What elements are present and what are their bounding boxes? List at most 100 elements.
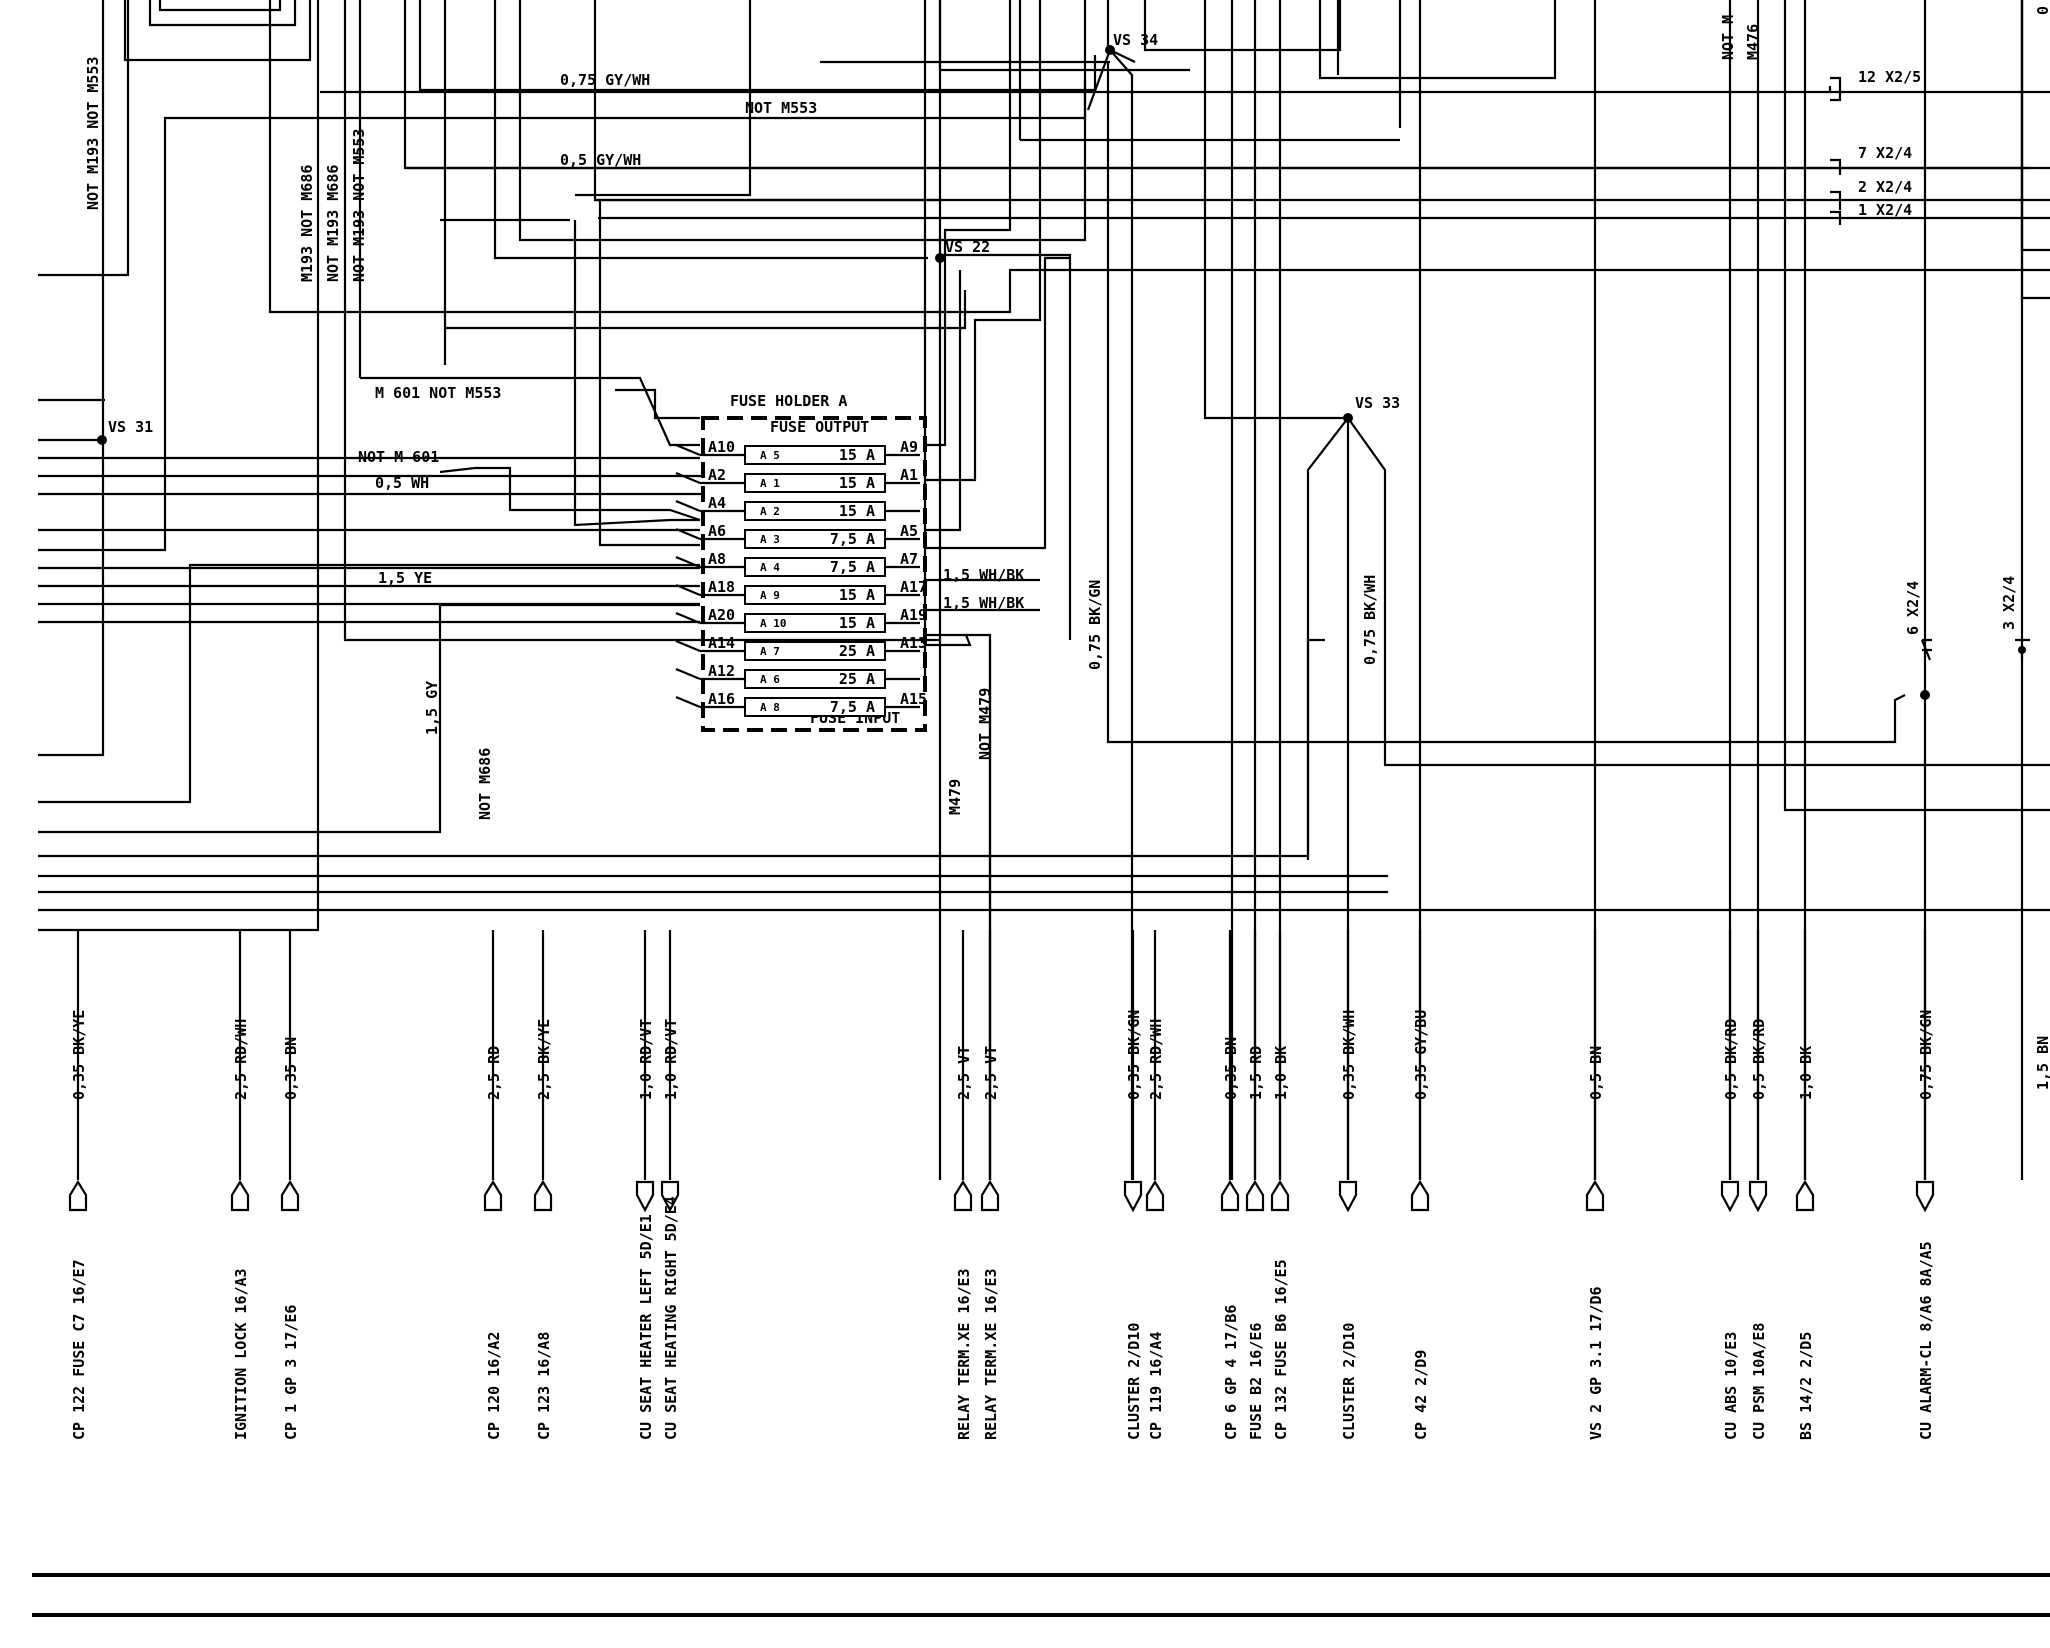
connector-wire-label: 0,5 BK/RD <box>1722 1019 1740 1100</box>
splice-vs34: VS 34 <box>1113 31 1158 49</box>
fuse-right-pin: A17 <box>900 578 927 596</box>
fuse-left-pin: A16 <box>708 690 735 708</box>
fuse-right-pin: A7 <box>900 550 918 568</box>
connector-wire-label: 1,0 BK <box>1797 1046 1815 1100</box>
connector-terminal: 1,0 BK BS 14/2 2/D5 <box>1795 930 1815 1440</box>
wire-label: M193 NOT M686 <box>298 165 316 282</box>
connector-up-icon <box>1145 1179 1165 1212</box>
fuse-left-pin: A12 <box>708 662 735 680</box>
fuse-rating: 7,5 A <box>830 558 875 576</box>
connector-terminal: 0,5 BN VS 2 GP 3.1 17/D6 <box>1585 930 1605 1440</box>
connector-wire-label: 0,5 BN <box>1587 1046 1605 1100</box>
fuse-left-pin: A2 <box>708 466 726 484</box>
wire-label: 0 <box>2034 6 2050 15</box>
connector-x2-4: 7 X2/4 <box>1858 144 1912 162</box>
connector-destination: CU ABS 10/E3 <box>1722 1332 1740 1440</box>
wire-label: 0,75 GY/WH <box>560 71 650 89</box>
fuse-number: A 9 <box>760 589 780 602</box>
wire-label: M476 <box>1744 24 1762 60</box>
connector-x2-4: 2 X2/4 <box>1858 178 1912 196</box>
splice-vs33: VS 33 <box>1355 394 1400 412</box>
connector-destination: CP 132 FUSE B6 16/E5 <box>1272 1259 1290 1440</box>
fuse-number: A 4 <box>760 561 780 574</box>
fuse-rating: 15 A <box>839 502 875 520</box>
connector-destination: CP 122 FUSE C7 16/E7 <box>70 1259 88 1440</box>
wire-label: NOT M193 M686 <box>324 165 342 282</box>
connector-terminal: 0,35 BK/WH CLUSTER 2/D10 <box>1338 930 1358 1440</box>
fuse-right-pin: A9 <box>900 438 918 456</box>
fuse-rating: 7,5 A <box>830 530 875 548</box>
connector-wire-label: 0,35 BN <box>282 1037 300 1100</box>
wire-label: M479 <box>946 779 964 815</box>
connector-wire-label: 0,5 BK/RD <box>1750 1019 1768 1100</box>
connector-destination: RELAY TERM.XE 16/E3 <box>982 1268 1000 1440</box>
fuse-right-pin: A15 <box>900 690 927 708</box>
connector-destination: CLUSTER 2/D10 <box>1125 1323 1143 1440</box>
connector-wire-label: 1,5 RD <box>1247 1046 1265 1100</box>
connector-down-icon <box>1915 1180 1935 1213</box>
connector-down-icon <box>1123 1180 1143 1213</box>
connector-destination: CLUSTER 2/D10 <box>1340 1323 1358 1440</box>
connector-wire-label: 0,35 BK/WH <box>1340 1010 1358 1100</box>
wire-label: NOT M193 NOT M553 <box>350 128 368 282</box>
connector-terminal: 1,5 RD FUSE B2 16/E6 <box>1245 930 1265 1440</box>
connector-wire-label: 2,5 RD/WH <box>232 1019 250 1100</box>
connector-up-icon <box>280 1179 300 1212</box>
connector-destination: RELAY TERM.XE 16/E3 <box>955 1268 973 1440</box>
wire-label: 0,75 BK/WH <box>1361 575 1379 665</box>
connector-up-icon <box>1585 1179 1605 1212</box>
fuse-number: A 1 <box>760 477 780 490</box>
wire-label: 0,5 GY/WH <box>560 151 641 169</box>
fuse-row: A14 A 7 25 A A13 <box>675 634 927 661</box>
connector-terminal: 0,35 BK/YE CP 122 FUSE C7 16/E7 <box>68 930 88 1440</box>
connector-wire-label: 0,35 BK/GN <box>1125 1010 1143 1100</box>
wire-label: NOT M553 <box>745 99 817 117</box>
connector-destination: VS 2 GP 3.1 17/D6 <box>1587 1286 1605 1440</box>
splice-vs31: VS 31 <box>108 418 153 436</box>
connector-down-icon <box>660 1180 680 1213</box>
connector-terminal: 2,5 VT RELAY TERM.XE 16/E3 <box>953 930 973 1440</box>
connector-up-icon <box>1270 1179 1290 1212</box>
fuse-left-pin: A14 <box>708 634 735 652</box>
connector-down-icon <box>1338 1180 1358 1213</box>
connector-destination: CU SEAT HEATER LEFT 5D/E1 <box>637 1214 655 1440</box>
wire-label: 0,5 WH <box>375 474 429 492</box>
fuse-right-pin: A19 <box>900 606 927 624</box>
fuse-number: A 2 <box>760 505 780 518</box>
connector-terminal: 0,5 BK/RD CU ABS 10/E3 <box>1720 930 1740 1440</box>
connector-up-icon <box>483 1179 503 1212</box>
connector-destination: FUSE B2 16/E6 <box>1247 1323 1265 1440</box>
fuse-rating: 25 A <box>839 642 875 660</box>
fuse-rating: 15 A <box>839 474 875 492</box>
wire-label: M 601 NOT M553 <box>375 384 501 402</box>
fuse-left-pin: A4 <box>708 494 726 512</box>
fuse-rating: 15 A <box>839 446 875 464</box>
connector-wire-label: 0,75 BK/GN <box>1917 1010 1935 1100</box>
fuse-left-pin: A6 <box>708 522 726 540</box>
connector-wire-label: 1,0 BK <box>1272 1046 1290 1100</box>
connector-up-icon <box>533 1179 553 1212</box>
connector-up-icon <box>1245 1179 1265 1212</box>
fuse-right-pin: A13 <box>900 634 927 652</box>
connector-x2-5: 12 X2/5 <box>1858 68 1921 86</box>
fuse-rating: 15 A <box>839 586 875 604</box>
connector-wire-label: 2,5 VT <box>955 1046 973 1100</box>
connector-wire-label: 0,35 BK/YE <box>70 1010 88 1100</box>
wire-label: 1,5 YE <box>378 569 432 587</box>
connector-destination: BS 14/2 2/D5 <box>1797 1332 1815 1440</box>
wire-label: NOT M686 <box>476 748 494 820</box>
fuse-number: A 7 <box>760 645 780 658</box>
